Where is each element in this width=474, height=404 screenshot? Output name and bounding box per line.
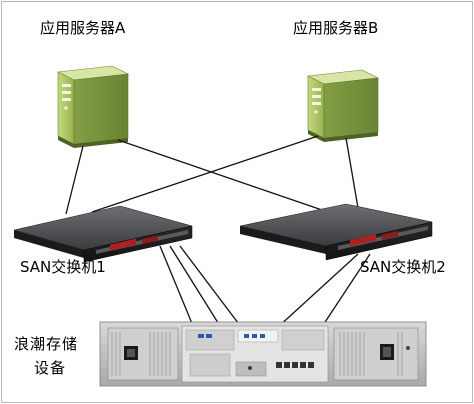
storage-label-line-1: 浪潮存储	[14, 335, 79, 353]
switch-1-led-panel	[110, 238, 136, 251]
server-b-label: 应用服务器B	[293, 19, 379, 37]
san-switch-2-label: SAN交换机2	[360, 258, 446, 276]
storage-device	[99, 321, 427, 387]
link-server-b-switch-1	[91, 135, 319, 213]
link-server-a-switch-1	[65, 145, 84, 215]
storage-label-line-2: 设备	[34, 359, 67, 377]
san-switch-1-label: SAN交换机1	[20, 258, 106, 276]
server-b	[306, 69, 380, 142]
san-switch-1	[13, 205, 193, 263]
storage-label: 浪潮存储 设备	[14, 332, 78, 380]
server-a-label: 应用服务器A	[40, 19, 126, 37]
link-server-b-switch-2	[345, 137, 359, 209]
link-server-a-switch-2	[117, 139, 323, 211]
server-a	[56, 65, 130, 148]
san-switch-2	[239, 203, 433, 261]
